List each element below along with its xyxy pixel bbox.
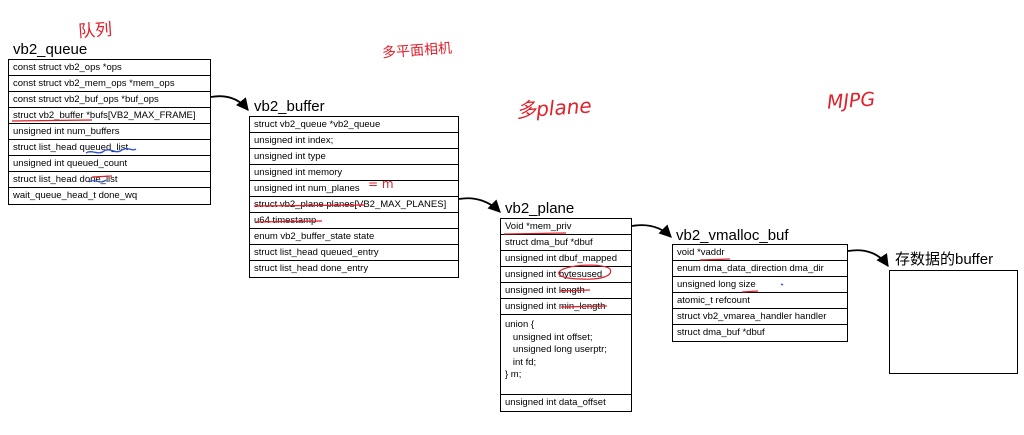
vb2-queue-title: vb2_queue (13, 41, 88, 58)
queue-field-row: const struct vb2_buf_ops *buf_ops (9, 92, 210, 108)
buffer-field-row: struct vb2_plane planes[VB2_MAX_PLANES] (250, 197, 458, 213)
storage-buffer-title: 存数据的buffer (895, 251, 994, 268)
queue-field-row: struct list_head queued_list (9, 140, 210, 156)
buffer-field-row: unsigned int type (250, 149, 458, 165)
queue-field-row: unsigned int queued_count (9, 156, 210, 172)
buffer-field-row: unsigned int index; (250, 133, 458, 149)
vmalloc-field-row: struct dma_buf *dbuf (677, 327, 765, 338)
num-planes-handwritten-note: = m (368, 177, 394, 191)
vb2-plane-title: vb2_plane (505, 200, 575, 217)
plane-field-row: struct dma_buf *dbuf (501, 235, 631, 251)
plane-field-row: unsigned int bytesused (501, 267, 631, 283)
multi-camera-handwritten-note: 多平面相机 (381, 40, 453, 62)
buffer-field-row: struct list_head done_entry (254, 263, 369, 274)
queue-field-row: const struct vb2_mem_ops *mem_ops (9, 76, 210, 92)
buffer-field-row: unsigned int memory (250, 165, 458, 181)
arrow-vmalloc-to-storage (847, 249, 889, 268)
vmalloc-field-row: struct vb2_vmarea_handler handler (673, 309, 847, 325)
vmalloc-field-row: unsigned long size (673, 277, 847, 293)
queue-handwritten-note: 队列 (77, 19, 113, 43)
queue-field-row: struct vb2_buffer *bufs[VB2_MAX_FRAME] (9, 108, 210, 124)
buffer-field-row: u64 timestamp (250, 213, 458, 229)
buffer-field-row: enum vb2_buffer_state state (250, 229, 458, 245)
vmalloc-field-row: atomic_t refcount (673, 293, 847, 309)
plane-field-row: unsigned int data_offset (505, 397, 606, 408)
arrow-queue-to-buffer (210, 95, 249, 111)
mjpg-handwritten-note: MJPG (826, 88, 876, 114)
buffer-field-row: unsigned int num_planes (250, 181, 458, 197)
plane-field-row: Void *mem_priv (501, 219, 631, 235)
vmalloc-field-row: enum dma_data_direction dma_dir (673, 261, 847, 277)
multi-plane-handwritten-note: 多plane (515, 93, 593, 123)
plane-union-block: union { unsigned int offset; unsigned lo… (501, 315, 631, 395)
plane-field-row: unsigned int length (501, 283, 631, 299)
storage-buffer-box (889, 270, 1018, 374)
queue-field-row: wait_queue_head_t done_wq (13, 190, 138, 201)
arrow-plane-to-vmalloc (631, 224, 672, 238)
buffer-field-row: struct list_head queued_entry (250, 245, 458, 261)
plane-field-row: unsigned int min_length (501, 299, 631, 315)
queue-field-row: const struct vb2_ops *ops (9, 60, 210, 76)
queue-field-row: unsigned int num_buffers (9, 124, 210, 140)
plane-field-row: unsigned int dbuf_mapped (501, 251, 631, 267)
vb2-buffer-title: vb2_buffer (254, 98, 325, 115)
vmalloc-field-row: void *vaddr (673, 245, 847, 261)
buffer-field-row: struct vb2_queue *vb2_queue (250, 117, 458, 133)
queue-field-row: struct list_head done_list (9, 172, 210, 188)
arrow-buffer-to-plane (458, 197, 501, 213)
vb2-vmalloc-buf-title: vb2_vmalloc_buf (676, 227, 789, 244)
